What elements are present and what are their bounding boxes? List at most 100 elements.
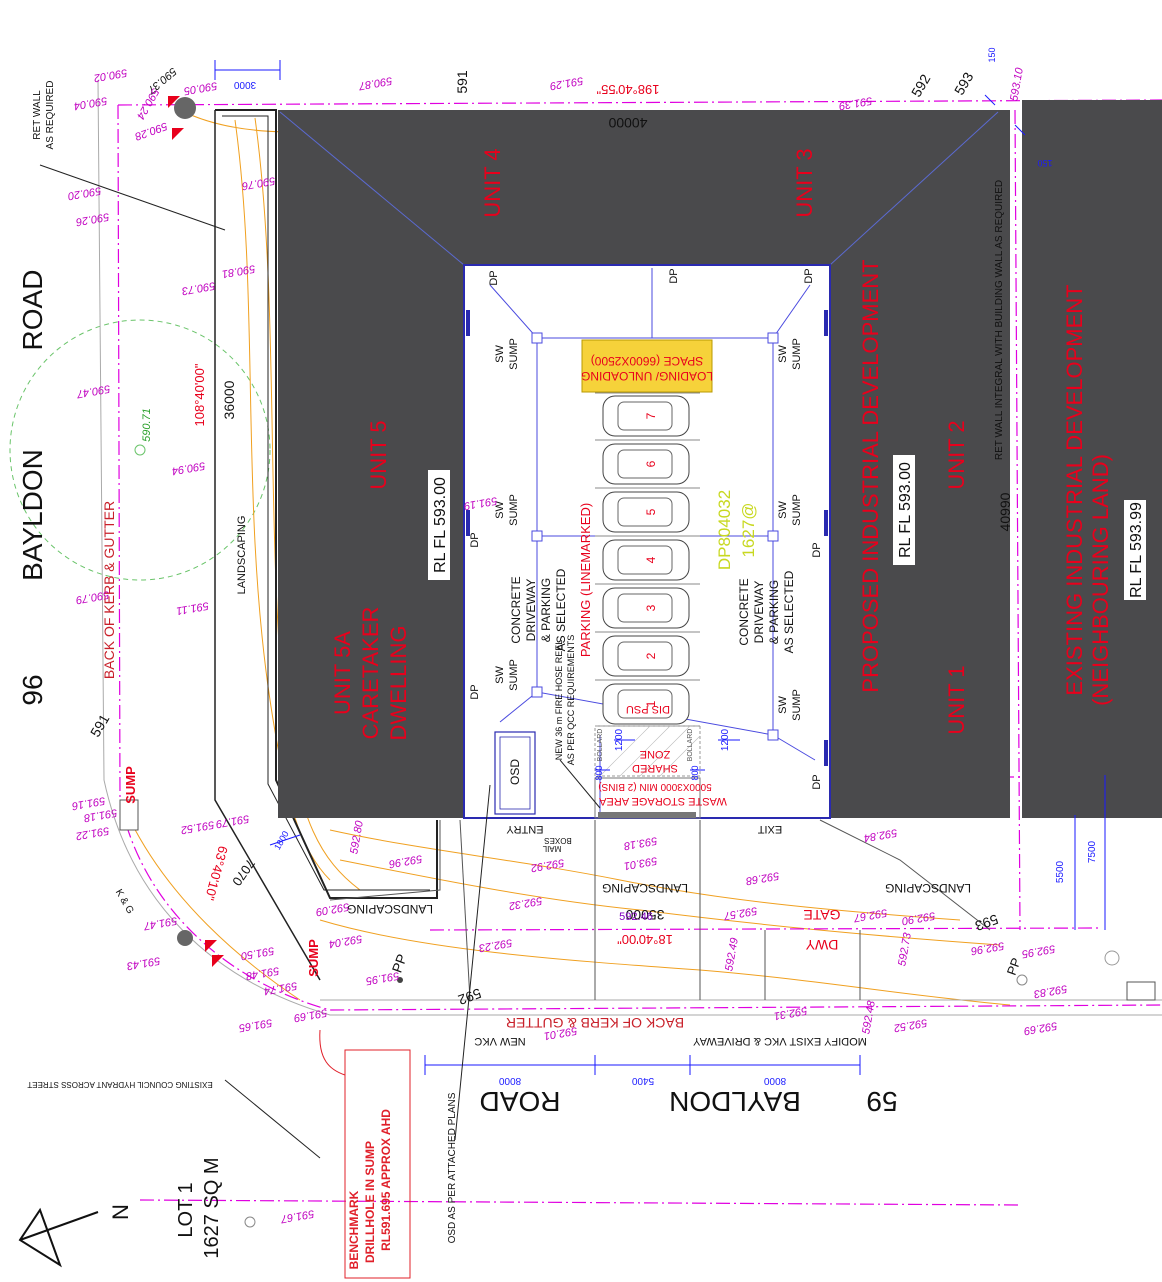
contour-591-top: 591 [454, 70, 470, 94]
manhole-left [174, 97, 196, 119]
svg-text:592.57: 592.57 [722, 904, 758, 922]
svg-text:590.79: 590.79 [75, 588, 110, 606]
concrete-left-4: AS SELECTED [554, 568, 568, 651]
dp-area: 1627@ [739, 502, 758, 557]
ret-wall-line2: AS REQUIRED [45, 81, 56, 150]
building-right [830, 110, 1010, 818]
door-marks [466, 310, 828, 766]
svg-text:592.67: 592.67 [852, 906, 888, 924]
svg-text:591.18: 591.18 [82, 806, 118, 824]
parked-car [602, 491, 690, 533]
svg-text:592.90: 592.90 [900, 909, 936, 927]
parking-number: 3 [644, 604, 658, 611]
parking-number: 7 [644, 412, 658, 419]
kerb-lines [97, 79, 1162, 1016]
car-cabin [617, 593, 673, 623]
waste-line2: 5000X3000 MIN (2 BINS) [598, 781, 711, 792]
svg-text:591.48: 591.48 [244, 964, 280, 982]
dim-40990: 40990 [997, 492, 1013, 531]
gate-label: GATE [803, 907, 840, 923]
svg-text:590.73: 590.73 [180, 279, 216, 297]
dim-35000: 35000 [625, 907, 664, 923]
svg-text:593.10: 593.10 [1008, 66, 1026, 102]
lot-marker [244, 1216, 256, 1228]
pp-left: PP [389, 952, 410, 975]
sw-sump-1a: SW [494, 345, 506, 363]
svg-text:592.52: 592.52 [893, 1016, 928, 1034]
pp-right: PP [1004, 956, 1024, 977]
existing-development-line1: EXISTING INDUSTRIAL DEVELOPMENT [1062, 284, 1087, 695]
dim-150a: 150 [987, 47, 997, 62]
svg-text:590.26: 590.26 [74, 210, 110, 228]
ret-wall-integral: RET WALL INTEGRAL WITH BUILDING WALL AS … [994, 180, 1005, 460]
contour-593-right: 593 [973, 911, 1001, 934]
dp-2: DP [668, 268, 680, 283]
benchmark-box [344, 1049, 411, 1279]
svg-text:591.95: 591.95 [364, 969, 400, 987]
back-kerb-bottom: BACK OF KERB & GUTTER [506, 1015, 684, 1031]
svg-text:592.31: 592.31 [773, 1004, 808, 1022]
sw-sump-6a: SW [777, 696, 789, 714]
dp-4: DP [469, 532, 481, 547]
power-pole-left [397, 977, 403, 983]
new-vkc: NEW VKC [474, 1035, 525, 1047]
dp-7: DP [811, 774, 823, 789]
dim-36000: 36000 [221, 380, 237, 419]
exit-label: EXIT [757, 823, 782, 835]
parking-number: 6 [644, 460, 658, 467]
bollard-right: BOLLARD [687, 729, 694, 762]
sump-marker [119, 799, 139, 831]
svg-text:590.81: 590.81 [221, 262, 256, 280]
benchmark-pointer [319, 1029, 346, 1076]
sump-label-bottom: SUMP [306, 939, 321, 977]
dim-road-5400: 5400 [631, 1075, 654, 1086]
svg-text:591.67: 591.67 [279, 1207, 315, 1225]
dim-800a: 800 [594, 765, 604, 780]
dim-road-8000-left: 8000 [498, 1075, 521, 1086]
car-cabin [617, 545, 673, 575]
svg-text:591.22: 591.22 [75, 824, 110, 842]
modify-vkc: MODIFY EXIST VKC & DRIVEWAY [692, 1035, 866, 1047]
svg-text:591.11: 591.11 [175, 599, 209, 617]
shared-line2: ZONE [640, 748, 671, 760]
landscaping-bottom-1: LANDSCAPING [347, 902, 433, 916]
road-name-left: BAYLDON [17, 449, 48, 581]
concrete-right-2: DRIVEWAY [752, 581, 766, 644]
svg-text:591.69: 591.69 [293, 1006, 328, 1024]
dim-1200b: 1200 [720, 728, 731, 751]
benchmark-line1: BENCHMARK [347, 1190, 361, 1269]
landscaping-left: LANDSCAPING [236, 516, 248, 595]
svg-text:590.20: 590.20 [66, 184, 102, 202]
parked-car [602, 443, 690, 485]
road-name-bottom: BAYLDON [669, 1086, 801, 1117]
svg-text:592.01: 592.01 [543, 1024, 578, 1042]
parking-number: 1 [644, 700, 658, 707]
driveway-lines [329, 819, 991, 1001]
dim-800b: 800 [690, 765, 700, 780]
dp-5: DP [811, 542, 823, 557]
sump-label-left: SUMP [123, 766, 138, 804]
parked-car [602, 683, 690, 725]
dim-150b: 150 [1037, 158, 1052, 168]
svg-text:592.92: 592.92 [530, 856, 565, 874]
parked-car [602, 539, 690, 581]
dimension-lines [214, 60, 1106, 1075]
svg-text:593.01: 593.01 [623, 854, 658, 872]
svg-text:590.87: 590.87 [357, 74, 393, 92]
shared-zone-hatching [599, 725, 701, 777]
parking-label: PARKING (LINEMARKED) [578, 503, 593, 657]
north-label: N [108, 1204, 133, 1220]
road-number-bottom: 59 [866, 1086, 897, 1117]
retaining-wall [215, 109, 438, 899]
sw-sump-5b: SUMP [508, 659, 520, 691]
concrete-right-1: CONCRETE [737, 578, 751, 645]
sw-sump-4a: SW [777, 501, 789, 519]
benchmark-line3: RL591.695 APPROX AHD [379, 1109, 393, 1251]
landscaping-bottom-2: LANDSCAPING [602, 881, 688, 895]
tree-canopy [9, 319, 271, 581]
svg-text:590.05: 590.05 [182, 79, 218, 97]
loading-line2: SPACE (6600X2500) [591, 354, 704, 368]
unit1-label: UNIT 1 [944, 665, 969, 734]
svg-text:590.02: 590.02 [93, 66, 128, 84]
